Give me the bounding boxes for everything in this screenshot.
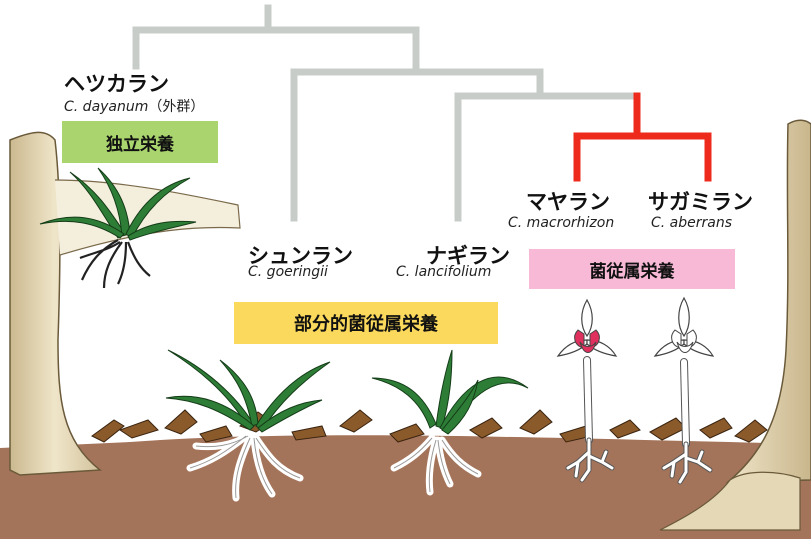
tree-branch-root <box>132 4 641 222</box>
scientific-name-dayanum-text: C. dayanum <box>64 99 149 115</box>
taxon-scientific-name-lancifolium: C. lancifolium <box>396 264 492 280</box>
orchid-aberrans <box>653 296 715 485</box>
orchid-dayanum <box>39 167 197 289</box>
orchid-goeringii <box>165 349 331 502</box>
right-tree-root <box>659 471 801 531</box>
taxon-scientific-name-macrorhizon: C. macrorhizon <box>508 215 615 231</box>
taxon-scientific-name-aberrans: C. aberrans <box>651 215 733 231</box>
label-partial-mycoheterotrophy: 部分的菌従属栄養 <box>234 302 498 344</box>
orchid-macrorhizon <box>556 298 618 483</box>
left-tree-trunk <box>9 131 103 476</box>
taxon-common-name-goeringii: シュンラン <box>248 244 353 268</box>
taxon-scientific-name-goeringii: C. goeringii <box>248 264 328 280</box>
right-tree-trunk <box>725 119 811 483</box>
taxon-common-name-macrorhizon: マヤラン <box>526 190 610 214</box>
orchid-lancifolium <box>371 349 529 496</box>
taxon-common-name-aberrans: サガミラン <box>648 190 753 214</box>
phylogenetic-tree <box>132 4 712 222</box>
label-autotrophic: 独立栄養 <box>62 121 218 163</box>
taxon-common-name-lancifolium: ナギラン <box>426 244 510 268</box>
outgroup-note: （外群） <box>148 99 205 115</box>
label-full-mycoheterotrophy: 菌従属栄養 <box>529 249 735 289</box>
tree-branch-highlight <box>573 92 712 182</box>
taxon-common-name-dayanum: ヘツカラン <box>64 72 169 96</box>
leaf-litter <box>91 409 768 443</box>
taxon-scientific-name-dayanum: C. dayanum（外群） <box>64 96 204 116</box>
